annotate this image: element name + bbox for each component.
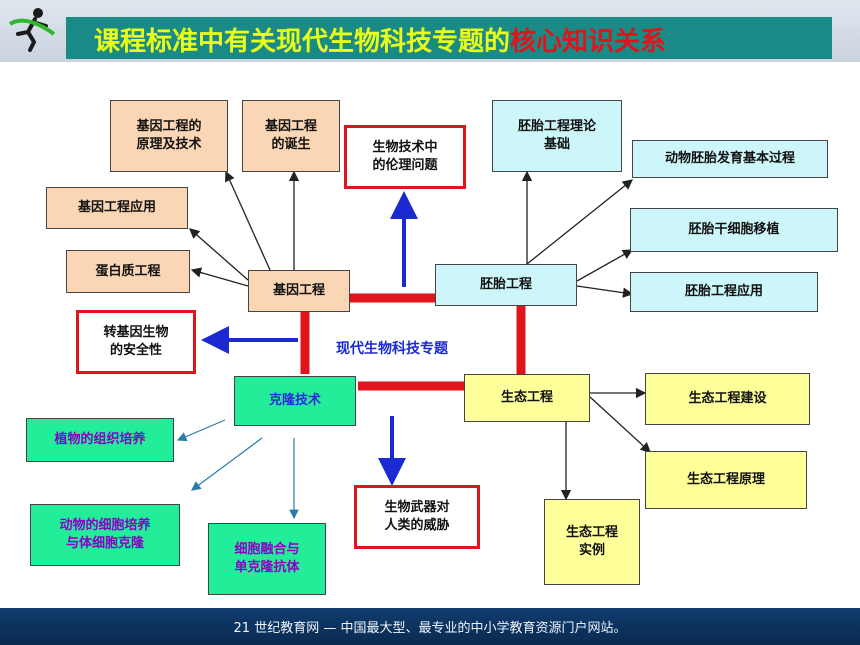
eco-arrows [560,387,651,501]
box-plant-tissue-culture: 植物的组织培养 [26,418,174,462]
title-highlight: 核心知识关系 [510,27,667,57]
box-gene-birth: 基因工程 的诞生 [242,100,340,172]
box-eco-example: 生态工程 实例 [544,499,640,585]
title-bar: 课程标准中有关现代生物科技专题的核心知识关系 [66,17,832,59]
box-transgenic-safety: 转基因生物 的安全性 [76,310,196,374]
page-title: 课程标准中有关现代生物科技专题的核心知识关系 [94,21,666,58]
clone-arrows [176,419,299,520]
box-protein-engineering: 蛋白质工程 [66,250,190,293]
box-gene-apply: 基因工程应用 [46,187,188,229]
box-eco-engineering: 生态工程 [464,374,590,422]
box-gene-engineering: 基因工程 [248,270,350,312]
box-bio-weapon: 生物武器对 人类的威胁 [354,485,480,549]
box-embryo-engineering: 胚胎工程 [435,264,577,306]
box-clone-technology: 克隆技术 [234,376,356,426]
box-eco-build: 生态工程建设 [645,373,810,425]
diagram-canvas: 基因工程的 原理及技术 基因工程 的诞生 基因工程应用 蛋白质工程 基因工程 生… [0,62,860,608]
blue-arrows [201,191,418,486]
footer-text: 21 世纪教育网 — 中国最大型、最专业的中小学教育资源门户网站。 [233,621,627,636]
footer-bar: 21 世纪教育网 — 中国最大型、最专业的中小学教育资源门户网站。 [0,608,860,645]
center-label: 现代生物科技专题 [336,341,448,357]
header-band: 课程标准中有关现代生物科技专题的核心知识关系 [0,0,860,62]
box-embryo-apply: 胚胎工程应用 [630,272,818,312]
title-main: 课程标准中有关现代生物科技专题的 [94,27,511,57]
gene-arrows [189,170,300,287]
box-animal-embryo: 动物胚胎发育基本过程 [632,140,828,178]
box-animal-cell-culture: 动物的细胞培养 与体细胞克隆 [30,504,180,566]
box-gene-principle: 基因工程的 原理及技术 [110,100,228,172]
box-cell-fusion: 细胞融合与 单克隆抗体 [208,523,326,595]
embryo-arrows [521,170,634,298]
running-man-logo-icon [8,8,56,52]
connector-lines [176,170,651,520]
box-embryo-theory: 胚胎工程理论 基础 [492,100,622,172]
box-embryo-stem-cell: 胚胎干细胞移植 [630,208,838,252]
box-ethics: 生物技术中 的伦理问题 [344,125,466,189]
red-frame-connector [300,293,526,391]
box-eco-principle: 生态工程原理 [645,451,807,509]
